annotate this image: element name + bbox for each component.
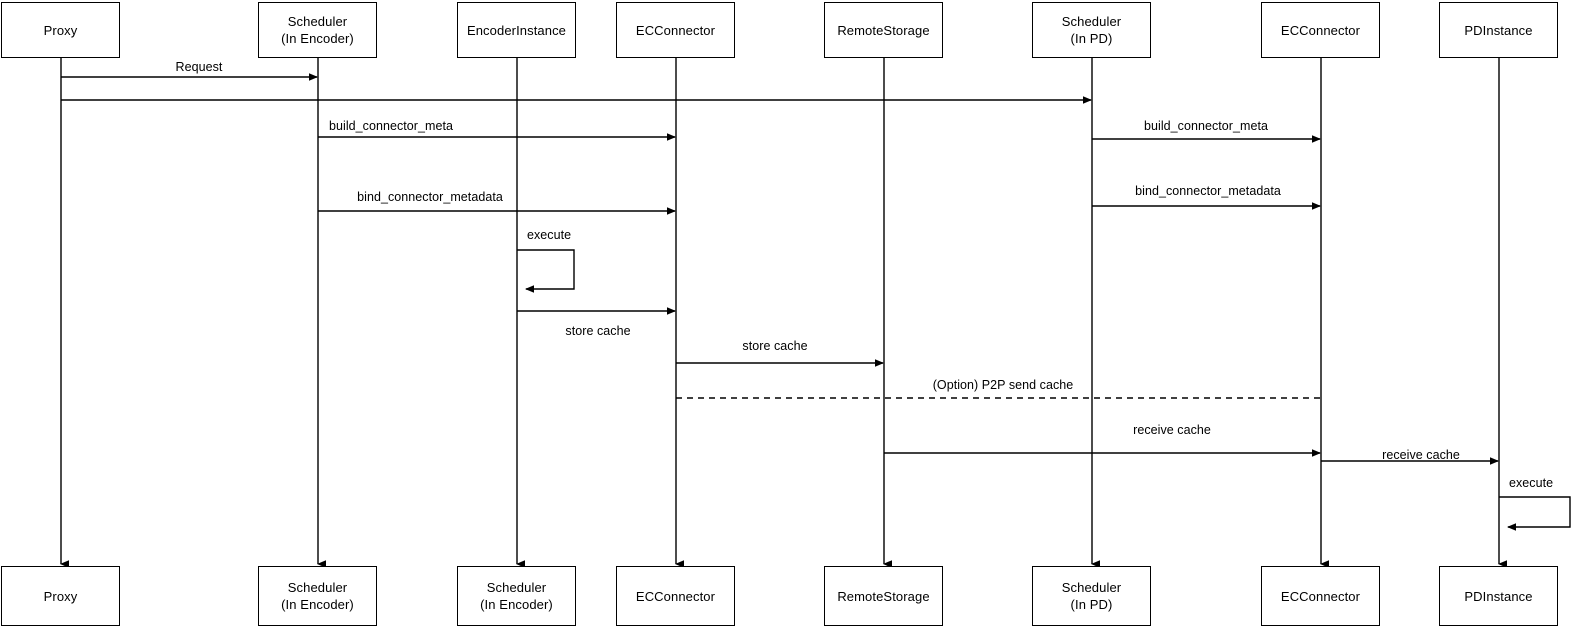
footer-box-label-remote_storage: RemoteStorage	[837, 588, 930, 604]
header-box-label-sched_enc: Scheduler (In Encoder)	[281, 14, 354, 46]
message-label-m6: bind_connector_metadata	[1135, 184, 1281, 198]
self-message-label-s2: execute	[1509, 476, 1554, 490]
footer-box-proxy[interactable]: Proxy	[1, 566, 120, 626]
header-box-sched_pd[interactable]: Scheduler (In PD)	[1032, 2, 1151, 58]
footer-box-remote_storage[interactable]: RemoteStorage	[824, 566, 943, 626]
header-box-ec_connector_e[interactable]: ECConnector	[616, 2, 735, 58]
footer-box-label-ec_connector_e: ECConnector	[635, 588, 716, 604]
footer-box-label-ec_connector_p: ECConnector	[1280, 588, 1361, 604]
footer-box-label-proxy: Proxy	[43, 588, 78, 604]
message-label-m5: bind_connector_metadata	[357, 190, 503, 204]
header-box-label-ec_connector_e: ECConnector	[635, 22, 716, 38]
self-message-s2[interactable]	[1499, 496, 1571, 531]
message-label-m3: build_connector_meta	[329, 119, 453, 133]
message-label-m10: receive cache	[1133, 423, 1211, 437]
header-box-label-encoder_inst: EncoderInstance	[466, 22, 567, 38]
header-box-label-pd_instance: PDInstance	[1464, 22, 1533, 38]
footer-box-encoder_inst[interactable]: Scheduler (In Encoder)	[457, 566, 576, 626]
header-box-label-ec_connector_p: ECConnector	[1280, 22, 1361, 38]
header-box-sched_enc[interactable]: Scheduler (In Encoder)	[258, 2, 377, 58]
message-label-m9: (Option) P2P send cache	[932, 378, 1074, 392]
footer-box-pd_instance[interactable]: PDInstance	[1439, 566, 1558, 626]
footer-box-sched_pd[interactable]: Scheduler (In PD)	[1032, 566, 1151, 626]
header-box-label-sched_pd: Scheduler (In PD)	[1061, 14, 1122, 46]
footer-box-sched_enc[interactable]: Scheduler (In Encoder)	[258, 566, 377, 626]
message-label-m4: build_connector_meta	[1144, 119, 1268, 133]
footer-box-label-encoder_inst: Scheduler (In Encoder)	[480, 580, 553, 612]
message-label-m8: store cache	[742, 339, 808, 353]
self-message-label-s1: execute	[527, 228, 572, 242]
header-box-pd_instance[interactable]: PDInstance	[1439, 2, 1558, 58]
footer-box-label-sched_pd: Scheduler (In PD)	[1061, 580, 1122, 612]
header-box-proxy[interactable]: Proxy	[1, 2, 120, 58]
footer-box-ec_connector_p[interactable]: ECConnector	[1261, 566, 1380, 626]
message-label-m7: store cache	[565, 324, 631, 338]
header-box-label-remote_storage: RemoteStorage	[837, 22, 930, 38]
footer-box-ec_connector_e[interactable]: ECConnector	[616, 566, 735, 626]
header-box-encoder_inst[interactable]: EncoderInstance	[457, 2, 576, 58]
message-label-m11: receive cache	[1382, 448, 1460, 462]
message-label-m1: Request	[175, 60, 223, 74]
footer-box-label-sched_enc: Scheduler (In Encoder)	[281, 580, 354, 612]
footer-box-label-pd_instance: PDInstance	[1464, 588, 1533, 604]
header-box-label-proxy: Proxy	[43, 22, 78, 38]
self-message-s1[interactable]	[517, 249, 575, 293]
header-box-ec_connector_p[interactable]: ECConnector	[1261, 2, 1380, 58]
header-box-remote_storage[interactable]: RemoteStorage	[824, 2, 943, 58]
